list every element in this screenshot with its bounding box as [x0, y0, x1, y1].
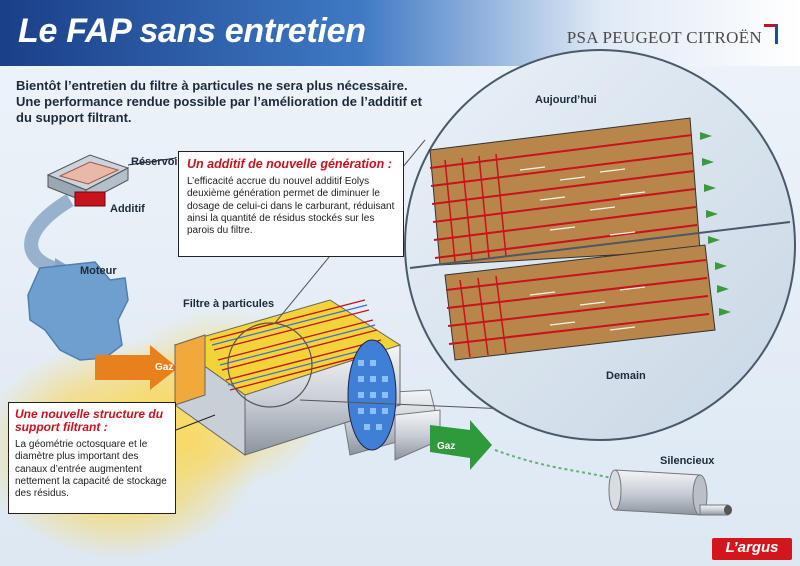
- fuel-flow-arrow: [24, 193, 74, 277]
- engine-silhouette: [27, 261, 129, 361]
- label-silencieux: Silencieux: [660, 455, 715, 467]
- brand-logo-icon: [764, 24, 778, 44]
- gas-outlet-arrow: [430, 420, 492, 470]
- label-moteur: Moteur: [80, 265, 117, 277]
- callout-additif-heading: Un additif de nouvelle génération :: [187, 157, 392, 171]
- brand-name: PSA PEUGEOT CITROËN: [566, 28, 762, 47]
- silencer-illustration: [608, 469, 732, 516]
- callout-structure-body: La géométrie octosquare et le diamètre p…: [15, 439, 167, 500]
- label-gaz-out: Gaz: [437, 441, 456, 452]
- label-additif: Additif: [110, 203, 145, 215]
- channels-tomorrow: [444, 244, 731, 361]
- label-gaz-in: Gaz: [155, 362, 174, 373]
- callout-additif-body: L’efficacité accrue du nouvel additif Eo…: [187, 176, 395, 237]
- zoom-circle: [227, 322, 313, 408]
- callout-structure: Une nouvelle structure du support filtra…: [8, 402, 176, 514]
- additive-tank: [74, 191, 106, 207]
- particle-filter-illustration: [173, 299, 441, 461]
- page-title: Le FAP sans entretien: [18, 12, 366, 50]
- callout-additif: Un additif de nouvelle génération : L’ef…: [178, 151, 404, 257]
- label-aujourdhui: Aujourd’hui: [535, 94, 597, 106]
- label-demain: Demain: [606, 370, 646, 382]
- magnified-view: [404, 49, 796, 441]
- largus-logo: L’argus: [712, 538, 792, 560]
- gas-inlet-arrow: [95, 345, 178, 390]
- intro-text: Bientôt l’entretien du filtre à particul…: [16, 78, 422, 125]
- reservoir-illustration: [46, 154, 130, 207]
- channels-today: [429, 117, 720, 266]
- label-filtre: Filtre à particules: [183, 298, 275, 310]
- callout-structure-heading: Une nouvelle structure du support filtra…: [15, 407, 164, 434]
- label-reservoir: Réservoir: [131, 156, 182, 168]
